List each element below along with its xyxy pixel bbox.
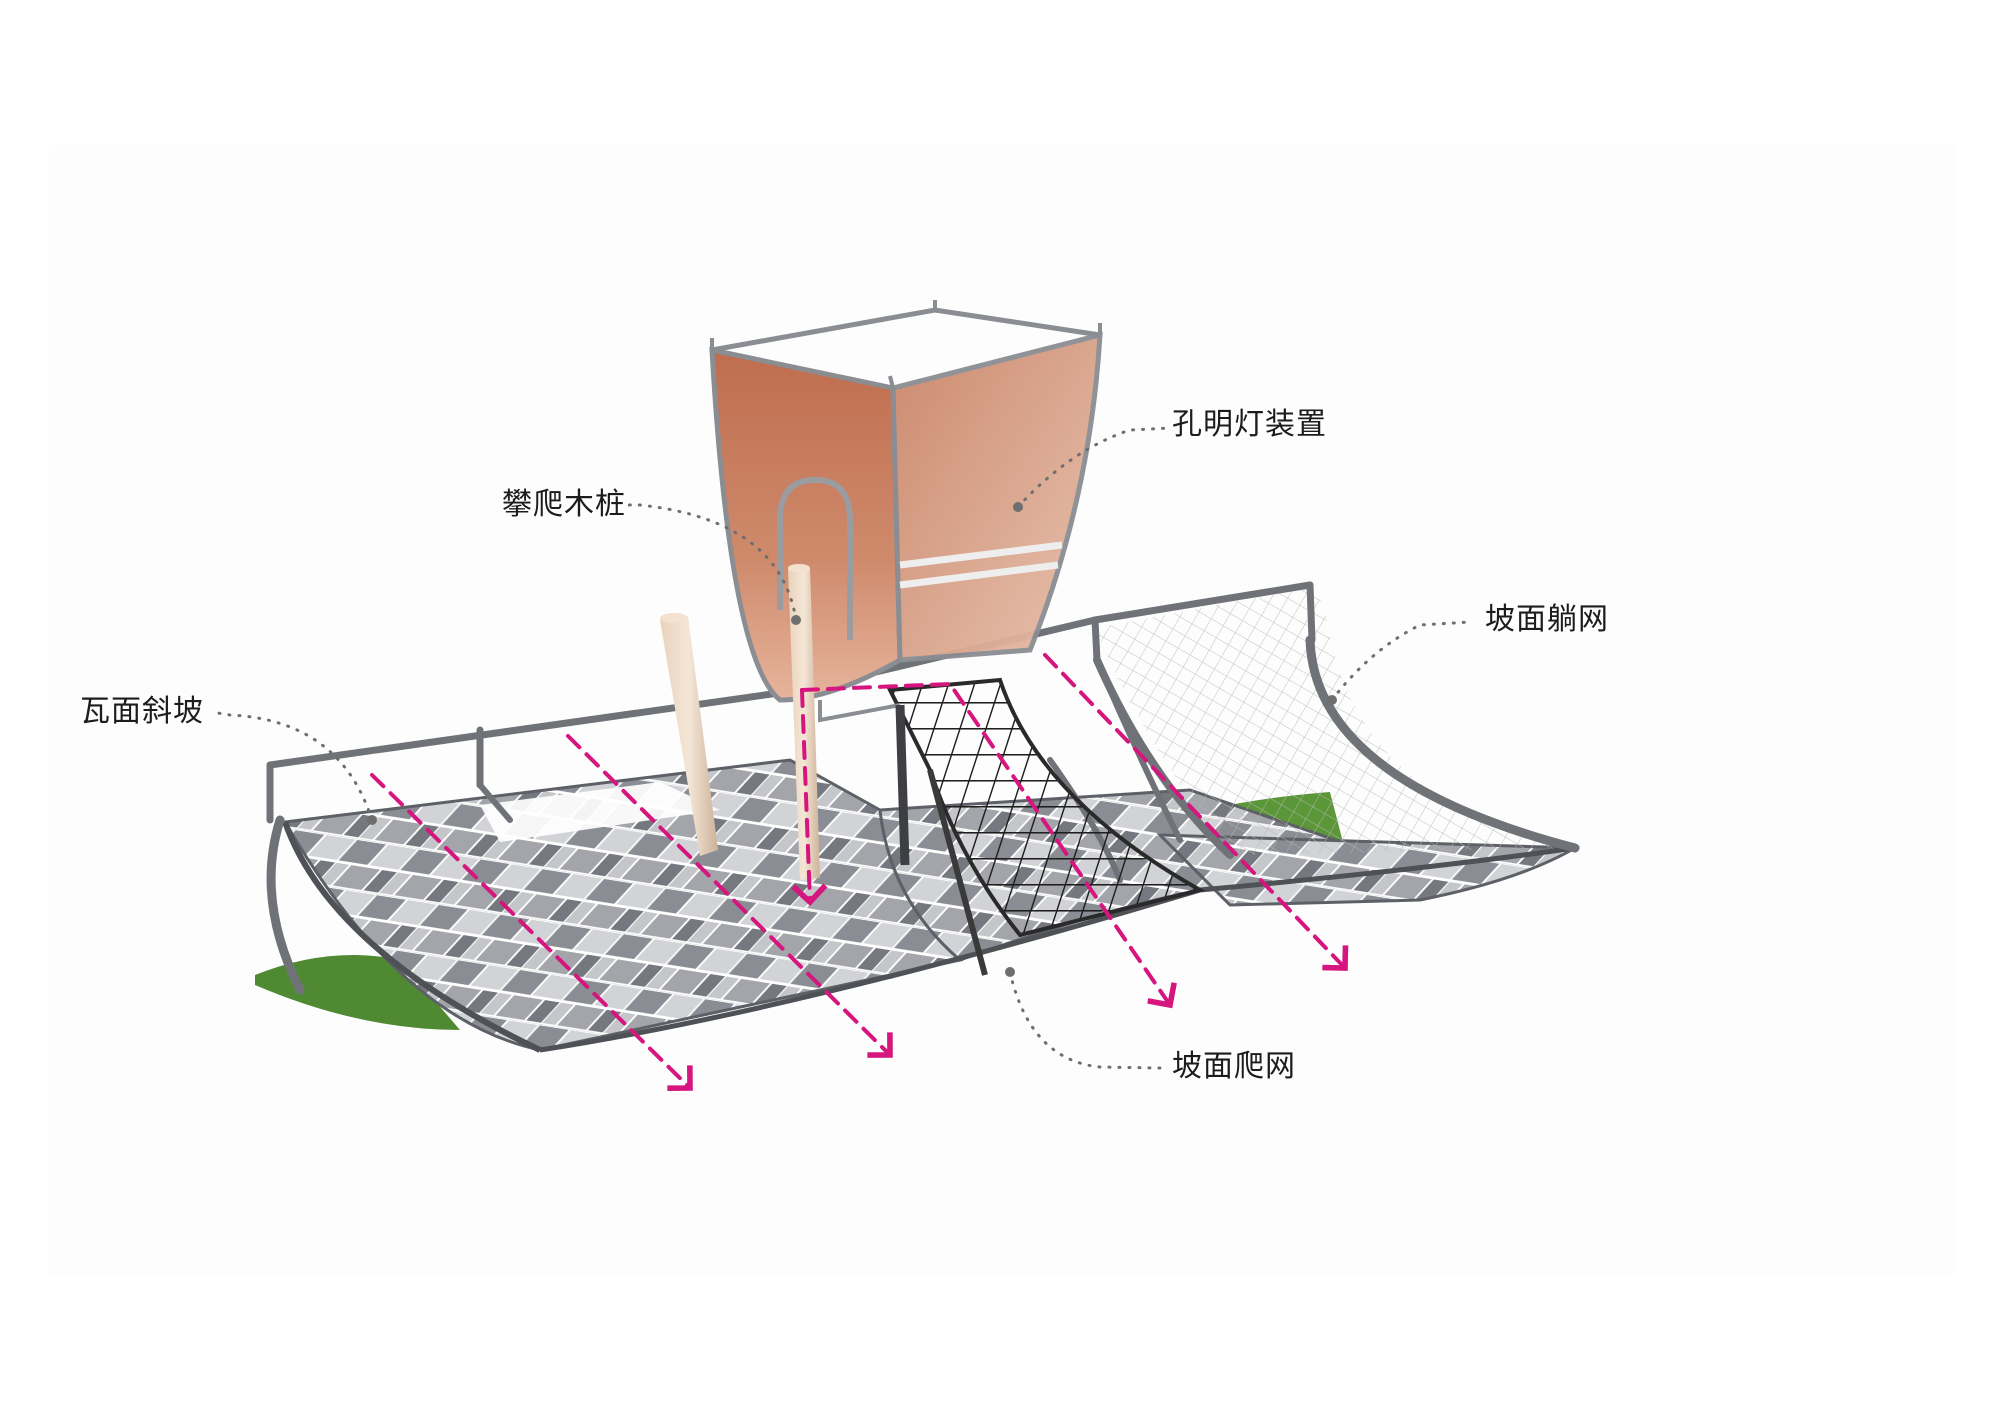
label-lying-net: 坡面躺网 bbox=[1485, 602, 1609, 637]
climbing-net bbox=[886, 677, 1206, 976]
label-tile-slope: 瓦面斜坡 bbox=[80, 694, 204, 729]
leader-lines bbox=[210, 426, 1472, 1070]
label-lantern: 孔明灯装置 bbox=[1172, 407, 1327, 442]
label-climbing-posts: 攀爬木桩 bbox=[502, 487, 626, 522]
flow-arrows bbox=[370, 653, 1349, 1091]
leader-dots bbox=[367, 502, 1337, 977]
label-climbing-net: 坡面爬网 bbox=[1172, 1049, 1296, 1084]
lantern-installation bbox=[709, 300, 1103, 866]
